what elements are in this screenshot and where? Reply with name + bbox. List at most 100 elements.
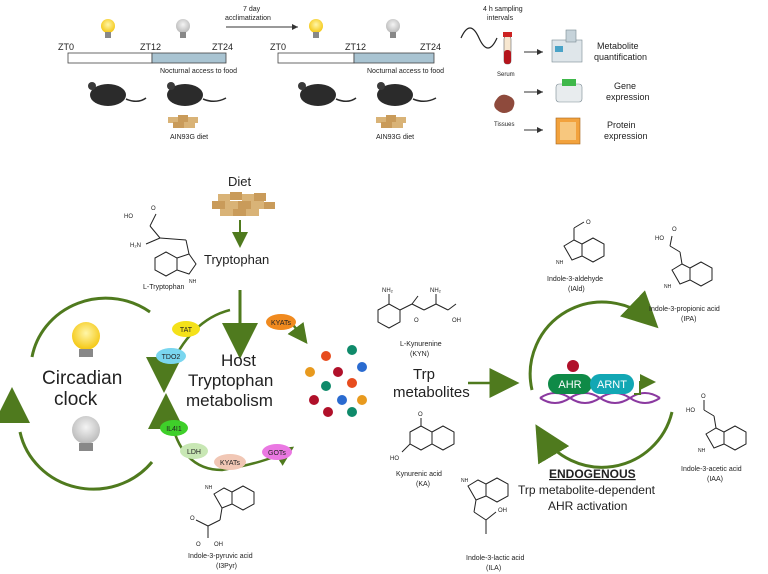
timeline-panel: ZT0 ZT12 ZT24 Nocturnal access to food A… [58,6,650,145]
gene-label-1: Gene [614,81,636,91]
nh-label: NH [664,284,672,290]
food-pellets-icon [168,115,198,128]
oh-label: HO [390,456,399,462]
i3pyr-structure [195,485,255,538]
h2n-label: H₂N [130,243,141,249]
sine-wave-icon [460,27,498,49]
diet-label: AIN93G diet [170,134,208,141]
ldh-badge: LDH [180,443,208,459]
oh-label: OH [452,318,461,324]
light-bulb-off-icon [176,19,190,38]
ahr-cycle [528,290,674,469]
western-blot-icon [555,117,581,145]
i3pyr-name: Indole-3-pyruvic acid [188,553,253,560]
light-bulb-off-icon [72,416,100,451]
host-label-2: Tryptophan [188,371,273,390]
acclimatization-label-1: 7 day [243,6,261,13]
o-label: O [190,516,195,522]
nh-label: NH [461,478,469,484]
ligand-icon [567,360,579,372]
host-label-3: metabolism [186,391,273,410]
transcription-arrow [634,374,656,395]
light-phase-bar [67,52,153,64]
iaa-abbr: (IAA) [707,476,723,483]
zt0-label: ZT0 [58,42,74,52]
serum-tube-icon [503,32,512,65]
endogenous-label: ENDOGENOUS [549,467,636,481]
kyn-name: L-Kynurenine [400,341,442,348]
o-label: O [418,412,423,418]
nh-label: NH [698,448,706,454]
o-label: O [586,220,591,226]
circadian-label-1: Circadian [42,368,122,389]
ipa-abbr: (IPA) [681,316,696,323]
nh-label: NH [189,279,197,285]
metabolite-label-2: quantification [594,52,647,62]
mouse-icon [88,82,147,106]
gene-label-2: expression [606,92,650,102]
svg-text:KYATs: KYATs [271,320,291,327]
iaa-name: Indole-3-acetic acid [681,466,742,473]
dark-phase-bar [151,52,227,64]
serum-label: Serum [497,72,515,78]
ahr-protein: AHR [548,374,592,394]
zt12-label: ZT12 [345,42,366,52]
o-label: O [151,206,156,212]
light-bulb-off-icon [386,19,400,38]
oh-label: OH [214,542,223,548]
svg-text:TAT: TAT [180,327,193,334]
diet-label: AIN93G diet [376,134,414,141]
svg-text:GOTs: GOTs [268,450,286,457]
iald-abbr: (IAld) [568,286,585,293]
l-tryptophan-label: L-Tryptophan [143,284,184,291]
o-label: O [701,394,706,400]
kynurenic-acid-structure [401,418,455,453]
zt0-label: ZT0 [270,42,286,52]
i3pyr-abbr: (I3Pyr) [216,563,237,570]
kyn-abbr: (KYN) [410,351,429,358]
o-label: O [414,318,419,324]
zt24-label: ZT24 [420,42,441,52]
nh-label: NH [556,260,564,266]
metabolite-label-1: Metabolite [597,41,639,51]
gots-badge: GOTs [262,444,292,460]
protein-label-2: expression [604,131,648,141]
o-label: O [672,227,677,233]
o-label: O [196,542,201,548]
ka-name: Kynurenic acid [396,471,442,478]
host-label-1: Host [221,351,256,370]
nh-label: NH [205,485,213,491]
sampling-label-2: intervals [487,15,514,22]
svg-text:AHR: AHR [558,379,581,391]
svg-text:LDH: LDH [187,449,201,456]
svg-text:TDO2: TDO2 [162,354,181,361]
iaa-structure [703,400,747,451]
ho-label: HO [124,214,133,220]
trp-metabolites-label-1: Trp [413,366,435,383]
nh2-label: NH₂ [430,288,442,294]
mass-spectrometer-icon [551,29,583,63]
ahr-activation-label-2: AHR activation [548,499,627,513]
tissue-icon [494,94,515,113]
acclimatization-label-2: acclimatization [225,15,271,22]
food-pellets-icon [212,192,275,216]
kynurenine-structure [377,294,457,329]
ipa-name: Indole-3-propionic acid [649,306,720,313]
iald-name: Indole-3-aldehyde [547,276,603,283]
oh-label: HO [655,236,664,242]
dark-phase-bar [353,52,435,64]
il4i1-badge: IL4I1 [160,420,188,436]
nocturnal-label: Nocturnal access to food [367,68,444,75]
ipa-structure [669,235,713,287]
ahr-activation-label-1: Trp metabolite-dependent [518,483,656,497]
diet-title: Diet [228,174,252,189]
kyats-top-badge: KYATs [266,314,296,330]
nh2-label: NH₂ [382,288,394,294]
kyats-badge: KYATs [214,454,246,470]
light-phase-bar [277,52,355,64]
food-pellets-icon [376,115,406,128]
mouse-icon [167,82,227,106]
pcr-machine-icon [555,79,583,103]
light-bulb-on-icon [101,19,115,38]
ka-abbr: (KA) [416,481,430,488]
